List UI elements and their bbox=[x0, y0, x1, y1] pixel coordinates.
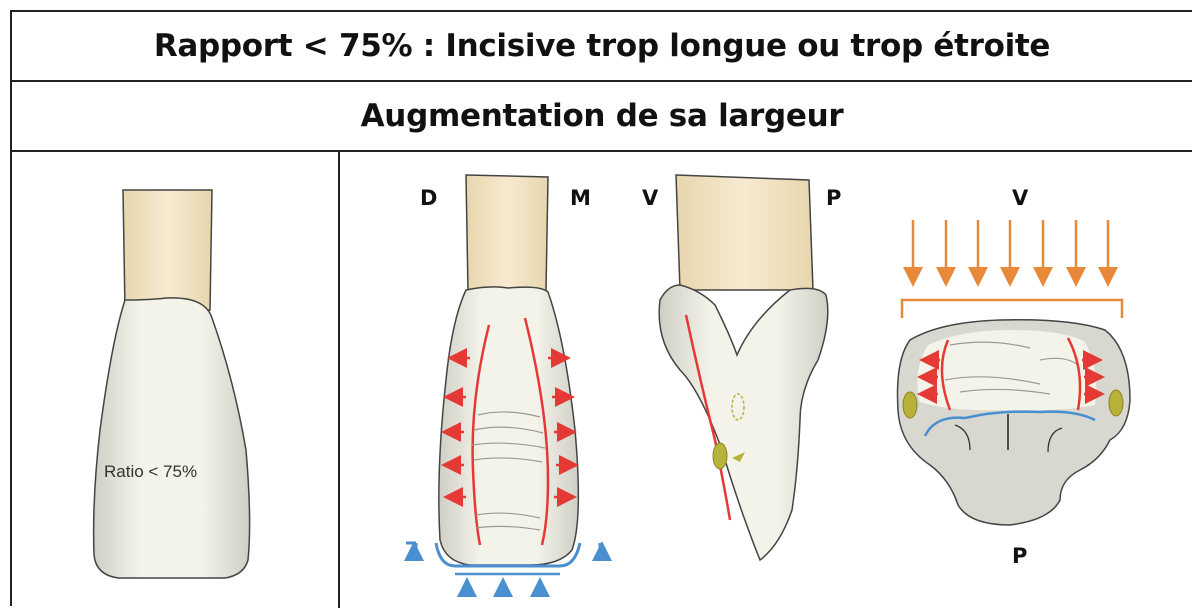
subtitle-row: Augmentation de sa largeur bbox=[12, 82, 1192, 152]
label-distal: D bbox=[420, 186, 437, 210]
table-frame: Rapport < 75% : Incisive trop longue ou … bbox=[10, 10, 1192, 606]
label-palatal-incisal: P bbox=[1012, 544, 1027, 568]
label-vestibular-incisal: V bbox=[1012, 186, 1028, 210]
column-divider bbox=[338, 152, 340, 608]
label-vestibular-side: V bbox=[642, 186, 658, 210]
ratio-label: Ratio < 75% bbox=[104, 462, 197, 482]
page-subtitle: Augmentation de sa largeur bbox=[361, 98, 844, 134]
label-mesial: M bbox=[570, 186, 591, 210]
label-palatal-side: P bbox=[826, 186, 841, 210]
page-title: Rapport < 75% : Incisive trop longue ou … bbox=[154, 28, 1050, 64]
title-row: Rapport < 75% : Incisive trop longue ou … bbox=[12, 12, 1192, 82]
